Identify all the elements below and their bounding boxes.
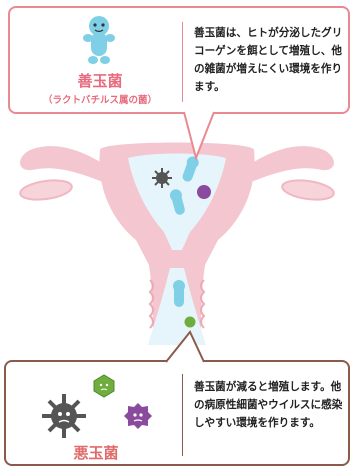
purple-bad-bacterium-icon xyxy=(124,403,152,429)
green-bad-bacterium-icon xyxy=(93,374,115,398)
good-bacterium-2 xyxy=(169,189,185,215)
good-bacteria-subtitle: （ラクトバチルス属の菌） xyxy=(42,95,157,106)
left-fallopian-tube xyxy=(20,146,113,185)
bad-bacteria-callout: 悪玉菌 善玉菌が減ると増殖します。他の病原性細菌やウイルスに感染しやすい環境を作… xyxy=(4,360,350,466)
bad-bacteria-title: 悪玉菌 xyxy=(73,444,119,462)
bad-bacteria-description: 善玉菌が減ると増殖します。他の病原性細菌やウイルスに感染しやすい環境を作ります。 xyxy=(194,381,343,429)
top-callout-divider xyxy=(182,22,183,102)
bad-bacteria-icon-group xyxy=(42,374,152,438)
right-fallopian-tube xyxy=(242,146,334,185)
left-ovary xyxy=(19,179,73,201)
vaginal-wall-folds xyxy=(148,279,206,329)
bad-bacterium-purple xyxy=(197,185,211,199)
good-bacterium-3 xyxy=(173,280,185,307)
good-bacteria-icon xyxy=(83,16,115,64)
bottom-callout-divider xyxy=(182,374,183,456)
right-ovary xyxy=(281,179,335,201)
bad-bacterium-green xyxy=(184,316,196,328)
gray-bad-bacterium-icon xyxy=(42,394,86,438)
bad-bacterium-gray xyxy=(152,168,172,188)
good-bacteria-title: 善玉菌 xyxy=(77,72,123,90)
good-bacteria-callout: 善玉菌 （ラクトバチルス属の菌） 善玉菌は、ヒトが分泌したグリコーゲンを餌として… xyxy=(8,6,350,114)
good-bacteria-description: 善玉菌は、ヒトが分泌したグリコーゲンを餌として増殖し、他の雑菌が増えにくい環境を… xyxy=(194,27,343,93)
